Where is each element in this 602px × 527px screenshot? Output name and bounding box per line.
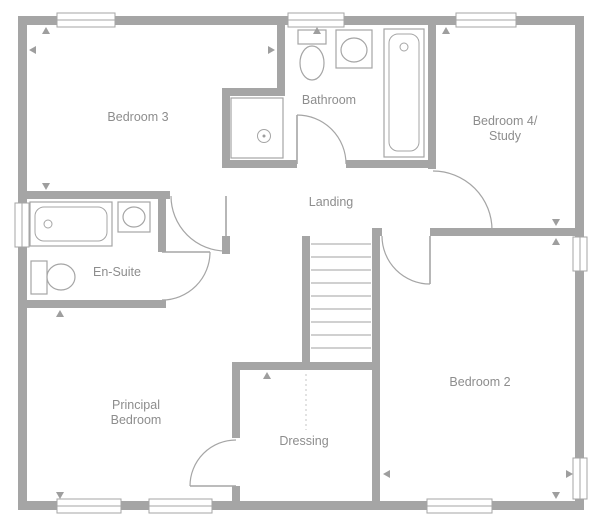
wall-ensuite-east [158,199,166,252]
arrow-up-icon [42,27,50,34]
arrow-left-icon [29,46,36,54]
window-bathroom-top [287,12,345,28]
wall-outer-bottom [18,501,584,510]
wall-bedroom3-south [27,191,170,199]
door-ensuite [161,251,211,301]
window-ensuite-left [14,202,30,248]
toilet-icon [297,29,327,81]
wall-ensuite-south [27,300,166,308]
wall-bathroom-south-left [222,160,297,168]
wall-dressing-north [232,362,380,370]
wall-stairwell-west [302,236,310,362]
door-bedroom2 [381,235,431,285]
wall-outer-left [18,16,27,510]
wall-dressing-west-lower [232,486,240,502]
room-label-dressing: Dressing [279,434,328,448]
door-dressing [189,439,237,487]
wall-bedroom4-south [430,228,576,236]
arrow-down-icon [56,492,64,499]
arrow-up-icon [56,310,64,317]
bathtub-icon [383,28,425,158]
arrow-down-icon [552,219,560,226]
window-bedroom2-bottom [426,498,493,514]
sink-icon [335,29,373,69]
door-bedroom4 [432,170,493,231]
arrow-up-icon [313,27,321,34]
door-bathroom [296,114,347,165]
room-label-landing: Landing [309,195,354,209]
wall-shower-top [222,88,285,96]
room-label-bathroom: Bathroom [302,93,356,107]
ensuite-sink-icon [117,201,151,233]
wall-dressing-west-upper [232,370,240,438]
arrow-up-icon [552,238,560,245]
windows [14,12,588,514]
arrow-down-icon [42,183,50,190]
ensuite-toilet-icon [30,260,76,295]
arrow-up-icon [442,27,450,34]
wall-landing-south-stub [372,228,382,236]
window-bedroom3-top [56,12,116,28]
room-label-bedroom2: Bedroom 2 [449,375,510,389]
room-label-bedroom4-line1: Bedroom 4/ [473,114,538,128]
dimension-arrows [29,27,573,499]
room-label-principal-line1: Principal [112,398,160,412]
shower-icon [230,97,284,159]
window-bedroom2-right-upper [572,236,588,272]
room-label-ensuite: En-Suite [93,265,141,279]
window-bedroom2-right-lower [572,457,588,500]
window-principal-bottom-2 [148,498,213,514]
room-label-bedroom3: Bedroom 3 [107,110,168,124]
stairs [305,243,371,430]
doors [161,114,493,487]
room-label-bedroom4-line2: Study [489,129,522,143]
wall-shower-west [222,88,230,168]
arrow-up-icon [263,372,271,379]
arrow-down-icon [552,492,560,499]
room-label-principal-line2: Bedroom [111,413,162,427]
ensuite-bathtub-icon [29,201,113,247]
ensuite-fixtures [29,201,151,295]
bathroom-fixtures [230,28,425,159]
arrow-left-icon [383,470,390,478]
wall-bedroom3-bathroom [277,25,285,96]
wall-bathroom-bedroom4 [428,25,436,169]
window-bedroom4-top [455,12,517,28]
arrow-right-icon [268,46,275,54]
window-principal-bottom-1 [56,498,122,514]
door-bedroom3 [170,195,227,252]
wall-bathroom-south-right [346,160,428,168]
room-labels: Bedroom 3 Bathroom Bedroom 4/ Study Land… [93,93,538,448]
arrow-right-icon [566,470,573,478]
